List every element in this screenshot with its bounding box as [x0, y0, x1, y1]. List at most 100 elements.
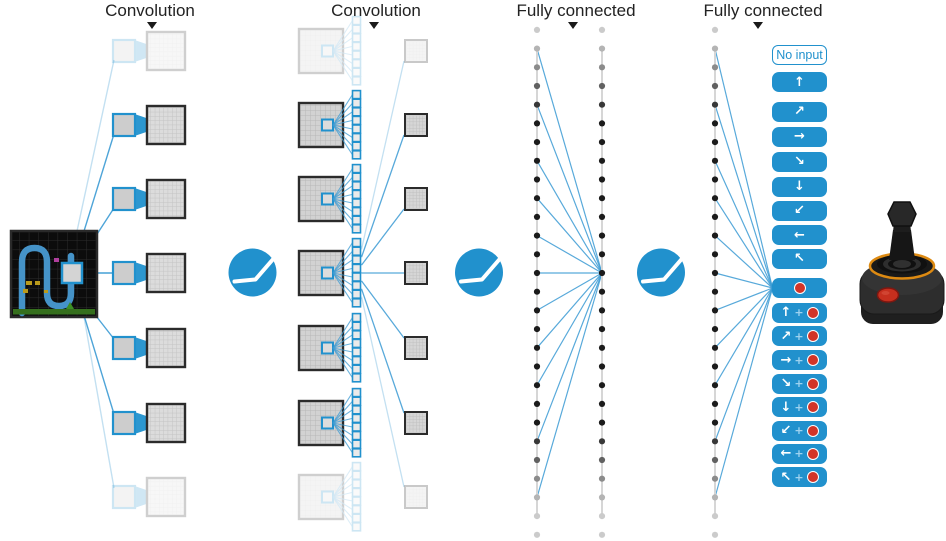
- arrow-icon: ↙: [794, 203, 805, 218]
- kernel-slot: [351, 206, 362, 217]
- fc-unit: [711, 531, 719, 538]
- kernel-slot: [351, 387, 362, 398]
- kernel-slot: [351, 329, 362, 340]
- action-button-left[interactable]: ←: [772, 225, 827, 245]
- action-button-up-left-fire[interactable]: ↖+: [772, 467, 827, 487]
- action-button-up-right[interactable]: ↗: [772, 101, 827, 122]
- fc-unit: [533, 456, 541, 464]
- fc-unit: [533, 213, 541, 220]
- fc-unit: [711, 157, 719, 164]
- kernel-slot: [351, 461, 362, 472]
- fc-unit: [711, 419, 719, 426]
- arrow-icon: ↑: [794, 74, 805, 90]
- arrow-icon: ↖: [794, 251, 805, 266]
- kernel-slot: [351, 289, 362, 300]
- fc-unit: [711, 82, 719, 90]
- fc-unit: [711, 176, 719, 183]
- kernel-slot: [351, 255, 362, 265]
- layer-label: Convolution: [331, 1, 421, 20]
- kernel-slot: [351, 396, 362, 407]
- fc-unit: [711, 326, 719, 333]
- kernel-slot: [351, 24, 362, 35]
- fc-unit: [711, 400, 719, 407]
- relu-icon: [228, 248, 277, 297]
- fc-unit: [598, 531, 606, 538]
- fc-unit: [598, 26, 606, 33]
- arrow-icon: →: [794, 129, 805, 144]
- fc-unit: [533, 494, 541, 501]
- kernel-slot: [351, 521, 362, 532]
- fc-unit: [533, 82, 541, 90]
- fc-unit: [598, 400, 606, 407]
- kernel-slot: [351, 364, 362, 375]
- action-button-down-right[interactable]: ↘: [772, 151, 827, 172]
- fc-unit: [711, 475, 719, 482]
- fc-unit: [598, 438, 606, 445]
- kernel-slot: [351, 237, 362, 248]
- fc-unit: [533, 269, 541, 277]
- conv1-row: [111, 30, 187, 72]
- relu-icon: [455, 248, 503, 297]
- conv2-output-map: [404, 261, 428, 285]
- action-button-up[interactable]: ↑: [772, 72, 827, 92]
- action-button-no-input[interactable]: No input: [772, 45, 827, 65]
- kernel-slot: [351, 32, 362, 43]
- action-button-right[interactable]: →: [772, 126, 827, 147]
- no-input-label: No input: [776, 48, 823, 62]
- fire-dot: [806, 447, 819, 460]
- action-button-down-left[interactable]: ↙: [772, 200, 827, 221]
- fc-unit: [533, 344, 541, 351]
- action-button-down-right-fire[interactable]: ↘+: [772, 373, 827, 394]
- fc-unit: [598, 419, 606, 426]
- kernel-slot: [351, 478, 362, 489]
- layer-label: Convolution: [105, 1, 195, 20]
- fc-unit: [598, 326, 606, 333]
- fc-unit-column: [711, 26, 719, 538]
- conv1-filter: [111, 260, 137, 286]
- action-button-down-left-fire[interactable]: ↙+: [772, 420, 827, 441]
- fc-unit: [598, 269, 606, 277]
- conv2-output-map: [404, 113, 428, 137]
- action-button-down-fire[interactable]: ↓+: [772, 397, 827, 417]
- fc-unit: [598, 82, 606, 90]
- fc-unit: [711, 288, 719, 295]
- conv1-row: [111, 104, 187, 146]
- kernel-slot: [351, 181, 362, 191]
- conv1-row: [111, 178, 187, 220]
- action-button-down[interactable]: ↓: [772, 176, 827, 197]
- kernel-slot: [351, 496, 362, 506]
- fc-unit: [711, 195, 719, 202]
- triangle-down-icon: [753, 22, 763, 29]
- fc-unit: [598, 382, 606, 389]
- action-button-up-fire[interactable]: ↑+: [772, 302, 827, 323]
- action-button-up-right-fire[interactable]: ↗+: [772, 326, 827, 346]
- fc-unit: [711, 438, 719, 445]
- fc-unit: [598, 120, 606, 127]
- fc-unit: [533, 64, 541, 71]
- conv2-output-map: [404, 411, 428, 435]
- triangle-down-icon: [369, 22, 379, 29]
- action-button-fire[interactable]: [772, 278, 827, 298]
- conv2-kernel: [321, 341, 334, 355]
- fc-unit: [533, 326, 541, 333]
- action-button-up-left[interactable]: ↖: [772, 248, 827, 269]
- fire-dot: [806, 306, 819, 319]
- fc-unit: [711, 139, 719, 146]
- fc-unit: [533, 419, 541, 426]
- plus-sign: +: [794, 424, 804, 437]
- joystick-fire-button: [876, 287, 900, 303]
- kernel-slot: [351, 58, 362, 69]
- fc-unit: [533, 363, 541, 370]
- fire-dot: [806, 354, 819, 366]
- triangle-down-icon: [147, 22, 157, 29]
- fc-unit: [711, 101, 719, 108]
- kernel-slot: [351, 439, 362, 450]
- action-button-left-fire[interactable]: ←+: [772, 443, 827, 464]
- kernel-slot: [351, 263, 362, 274]
- kernel-slot: [351, 89, 362, 100]
- fc-unit: [598, 101, 606, 108]
- conv2-row: [297, 312, 362, 383]
- action-button-right-fire[interactable]: →+: [772, 350, 827, 370]
- arrow-icon: ↗: [794, 104, 805, 119]
